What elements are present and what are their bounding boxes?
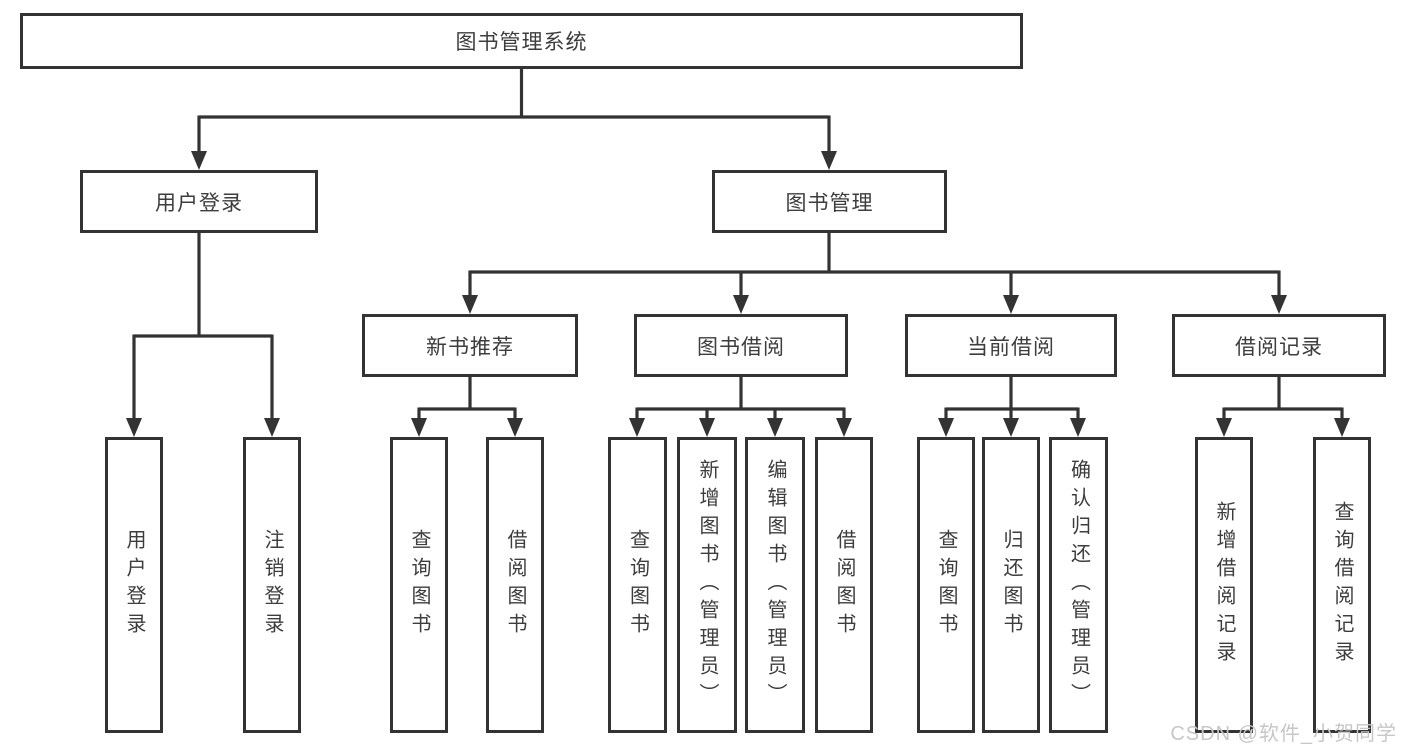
node-leaf-borrow-book-2-label: 借阅图书 xyxy=(833,529,855,641)
node-leaf-borrow-book-2: 借阅图书 xyxy=(815,437,873,733)
node-leaf-add-book-admin: 新增图书（管理员） xyxy=(677,437,737,733)
node-book-borrow-label: 图书借阅 xyxy=(697,335,785,359)
node-leaf-user-login: 用户登录 xyxy=(105,437,163,733)
node-leaf-query-book-1: 查询图书 xyxy=(390,437,448,733)
node-root: 图书管理系统 xyxy=(20,13,1023,69)
node-leaf-query-book-3: 查询图书 xyxy=(917,437,975,733)
node-current-borrow-label: 当前借阅 xyxy=(967,335,1055,359)
node-new-book-recommend: 新书推荐 xyxy=(362,314,578,377)
node-root-label: 图书管理系统 xyxy=(455,31,588,54)
node-leaf-borrow-book-1: 借阅图书 xyxy=(486,437,544,733)
node-leaf-add-borrow-record: 新增借阅记录 xyxy=(1195,437,1253,733)
node-leaf-confirm-return-admin-label: 确认归还（管理员） xyxy=(1067,459,1090,711)
csdn-watermark: CSDN @软件_小贺同学 xyxy=(1170,723,1397,745)
node-book-management-label: 图书管理 xyxy=(785,191,874,215)
node-leaf-edit-book-admin: 编辑图书（管理员） xyxy=(745,437,805,733)
node-leaf-query-book-1-label: 查询图书 xyxy=(408,529,430,641)
node-current-borrow: 当前借阅 xyxy=(905,314,1117,377)
node-leaf-user-login-label: 用户登录 xyxy=(123,529,145,641)
node-leaf-query-borrow-record: 查询借阅记录 xyxy=(1313,437,1371,733)
node-leaf-borrow-book-1-label: 借阅图书 xyxy=(504,529,526,641)
node-leaf-confirm-return-admin: 确认归还（管理员） xyxy=(1049,437,1108,733)
node-leaf-add-borrow-record-label: 新增借阅记录 xyxy=(1213,501,1235,669)
node-leaf-query-book-2: 查询图书 xyxy=(608,437,667,733)
node-borrow-records: 借阅记录 xyxy=(1172,314,1386,377)
node-user-login-label: 用户登录 xyxy=(155,191,243,215)
node-leaf-return-book: 归还图书 xyxy=(982,437,1040,733)
node-leaf-add-book-admin-label: 新增图书（管理员） xyxy=(696,459,718,711)
node-borrow-records-label: 借阅记录 xyxy=(1235,335,1323,359)
node-new-book-recommend-label: 新书推荐 xyxy=(426,335,514,359)
node-leaf-query-book-2-label: 查询图书 xyxy=(626,529,649,641)
node-leaf-return-book-label: 归还图书 xyxy=(1000,529,1022,641)
node-leaf-edit-book-admin-label: 编辑图书（管理员） xyxy=(764,459,786,711)
node-book-management: 图书管理 xyxy=(712,170,947,233)
node-leaf-query-borrow-record-label: 查询借阅记录 xyxy=(1331,501,1353,669)
node-leaf-logout-label: 注销登录 xyxy=(261,529,283,641)
node-book-borrow: 图书借阅 xyxy=(634,314,848,377)
node-leaf-logout: 注销登录 xyxy=(243,437,301,733)
node-user-login: 用户登录 xyxy=(80,170,318,233)
node-leaf-query-book-3-label: 查询图书 xyxy=(935,529,957,641)
